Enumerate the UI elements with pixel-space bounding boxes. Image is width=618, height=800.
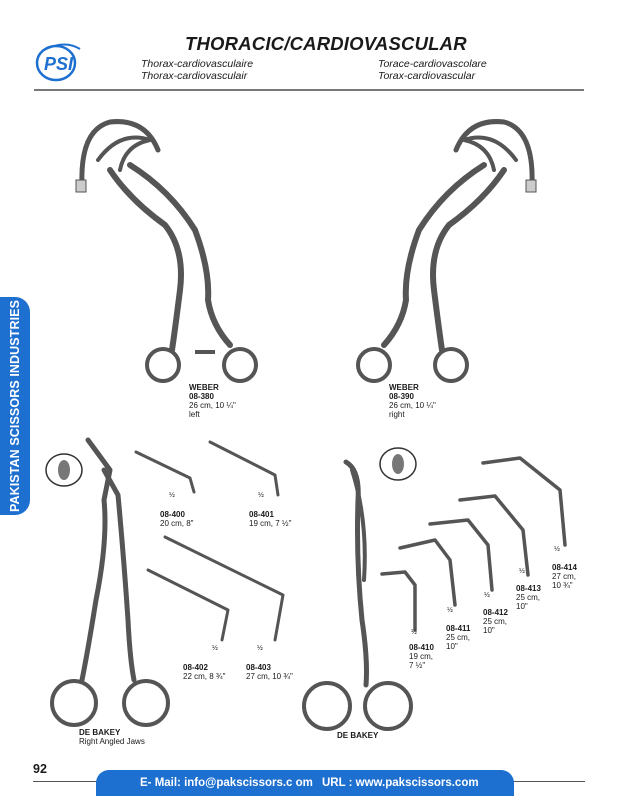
header-divider <box>34 89 584 91</box>
scale-mark: ½ <box>169 492 175 499</box>
logo-text: PSI <box>44 54 74 74</box>
page-title: THORACIC/CARDIOVASCULAR <box>185 33 467 54</box>
subtitle-spanish: Torax-cardiovascular <box>378 70 476 82</box>
scale-mark: ½ <box>258 492 264 499</box>
footer-url[interactable]: URL : www.pakscissors.com <box>322 777 479 789</box>
page-number: 92 <box>33 762 47 776</box>
scale-mark: ½ <box>554 546 560 553</box>
scale-mark: ½ <box>257 645 263 652</box>
jaw-detail-icon <box>45 453 83 487</box>
product-label-debakey: DE BAKEY <box>337 731 379 740</box>
weber-left-clamp-drawing <box>75 119 258 383</box>
scale-mark: ½ <box>484 592 490 599</box>
scale-mark: ½ <box>411 629 417 636</box>
weber-right-clamp-drawing <box>356 119 537 383</box>
scale-mark: ½ <box>212 645 218 652</box>
debakey-right-angle-drawing <box>50 437 170 727</box>
subtitle-italian: Torace-cardiovascolare <box>378 58 487 70</box>
debakey-curved-drawing <box>302 459 413 731</box>
scale-mark: ½ <box>519 568 525 575</box>
jaw-detail-icon <box>379 447 417 481</box>
side-banner: PAKISTAN SCISSORS INDUSTRIES <box>0 297 30 515</box>
scale-mark: ½ <box>447 607 453 614</box>
footer-contact-bar: E- Mail: info@pakscissors.c om URL : www… <box>96 770 514 796</box>
subtitle-dutch: Thorax-cardiovasculair <box>141 70 248 82</box>
subtitle-french: Thorax-cardiovasculaire <box>141 58 254 70</box>
footer-email[interactable]: E- Mail: info@pakscissors.c om <box>140 777 313 789</box>
psi-logo: PSI <box>35 43 81 82</box>
